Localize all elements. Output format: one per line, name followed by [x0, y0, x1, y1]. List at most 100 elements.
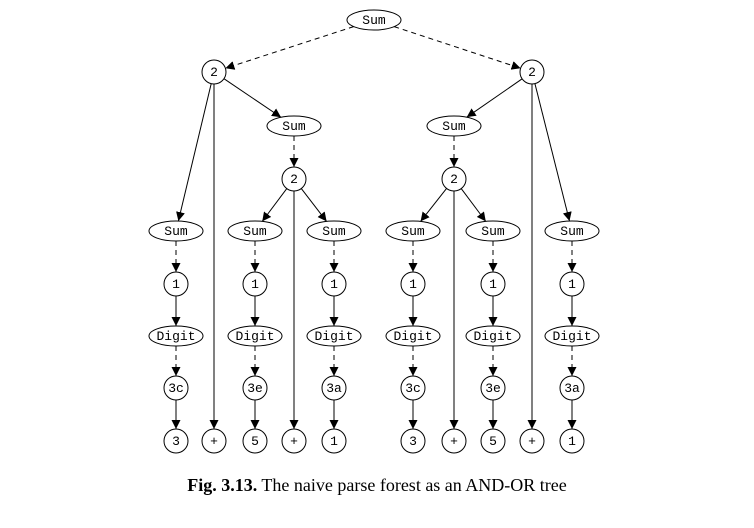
node-shape-c2_one — [242, 271, 268, 297]
node-label-c1_digit: Digit — [156, 329, 195, 344]
node-shape-c3_digit — [306, 325, 362, 347]
node-shape-c1_digit — [148, 325, 204, 347]
node-label-c4_term: 3 — [409, 434, 417, 449]
node-label-c4_one: 1 — [409, 277, 417, 292]
node-sum_r2: Sum — [544, 220, 600, 242]
node-shape-sum_l2 — [266, 115, 322, 137]
node-c2_term: 5 — [242, 428, 268, 454]
node-sum_l1: Sum — [148, 220, 204, 242]
node-shape-c6_one — [559, 271, 585, 297]
edge-and_l2-to-sum_l2a — [261, 188, 288, 222]
node-shape-sum_r1a — [385, 220, 441, 242]
node-c3_term: 1 — [321, 428, 347, 454]
edge-sum_root-to-and_right — [394, 26, 521, 70]
node-and_r1: 2 — [441, 166, 467, 192]
node-shape-sum_r2 — [544, 220, 600, 242]
node-label-c2_term: 5 — [251, 434, 259, 449]
edge-and_r1-to-sum_r1a — [420, 188, 447, 222]
node-shape-and_r1 — [441, 166, 467, 192]
node-label-plus_l2: + — [290, 434, 298, 449]
node-label-c3_term: 1 — [330, 434, 338, 449]
node-c4_digit: Digit — [385, 325, 441, 347]
node-label-plus_r1: + — [450, 434, 458, 449]
node-shape-sum_root — [346, 9, 402, 31]
node-label-sum_l1: Sum — [164, 224, 188, 239]
node-label-and_right: 2 — [528, 65, 536, 80]
node-c4_one: 1 — [400, 271, 426, 297]
node-shape-c1_one — [163, 271, 189, 297]
node-label-c3_one: 1 — [330, 277, 338, 292]
node-shape-c1_rule — [163, 375, 189, 401]
node-and_l2: 2 — [281, 166, 307, 192]
edge-and_left-to-sum_l2 — [223, 78, 282, 118]
figure-caption: Fig. 3.13. The naive parse forest as an … — [0, 475, 754, 496]
node-label-sum_root: Sum — [362, 13, 386, 28]
node-label-and_l2: 2 — [290, 172, 298, 187]
node-c4_rule: 3c — [400, 375, 426, 401]
node-shape-plus_r1 — [441, 428, 467, 454]
node-label-sum_r2: Sum — [560, 224, 584, 239]
node-c6_one: 1 — [559, 271, 585, 297]
node-shape-sum_r1b — [465, 220, 521, 242]
edges-group — [171, 26, 577, 429]
edge-and_right-to-sum_r2 — [534, 83, 572, 222]
node-c5_rule: 3e — [480, 375, 506, 401]
caption-label: Fig. 3.13. — [187, 475, 258, 495]
node-shape-c6_rule — [559, 375, 585, 401]
node-shape-plus_l2 — [281, 428, 307, 454]
node-label-c4_rule: 3c — [405, 381, 421, 396]
node-shape-c5_one — [480, 271, 506, 297]
node-label-c5_digit: Digit — [473, 329, 512, 344]
node-label-plus_r: + — [528, 434, 536, 449]
node-sum_r1b: Sum — [465, 220, 521, 242]
node-shape-c5_digit — [465, 325, 521, 347]
node-shape-c4_digit — [385, 325, 441, 347]
node-shape-c2_rule — [242, 375, 268, 401]
node-c6_term: 1 — [559, 428, 585, 454]
node-shape-c3_one — [321, 271, 347, 297]
node-label-and_r1: 2 — [450, 172, 458, 187]
caption-text: The naive parse forest as an AND-OR tree — [261, 475, 567, 495]
node-label-sum_r1: Sum — [442, 119, 466, 134]
node-shape-and_right — [519, 59, 545, 85]
edge-sum_root-to-and_left — [225, 26, 354, 70]
node-label-c3_digit: Digit — [314, 329, 353, 344]
node-label-sum_l2: Sum — [282, 119, 306, 134]
node-c1_rule: 3c — [163, 375, 189, 401]
node-sum_r1a: Sum — [385, 220, 441, 242]
node-c3_rule: 3a — [321, 375, 347, 401]
node-label-c6_term: 1 — [568, 434, 576, 449]
node-label-c3_rule: 3a — [326, 381, 342, 396]
node-c1_term: 3 — [163, 428, 189, 454]
node-shape-c6_digit — [544, 325, 600, 347]
node-shape-c5_rule — [480, 375, 506, 401]
edge-and_left-to-sum_l1 — [176, 83, 212, 222]
node-label-c4_digit: Digit — [393, 329, 432, 344]
node-label-c2_rule: 3e — [247, 381, 263, 396]
node-label-plus_l: + — [210, 434, 218, 449]
node-label-c1_one: 1 — [172, 277, 180, 292]
node-shape-plus_l — [201, 428, 227, 454]
node-label-sum_r1a: Sum — [401, 224, 425, 239]
node-label-c1_term: 3 — [172, 434, 180, 449]
node-plus_r1: + — [441, 428, 467, 454]
node-and_right: 2 — [519, 59, 545, 85]
node-shape-sum_l1 — [148, 220, 204, 242]
node-c2_one: 1 — [242, 271, 268, 297]
node-shape-c3_rule — [321, 375, 347, 401]
node-label-sum_l2b: Sum — [322, 224, 346, 239]
node-shape-sum_l2b — [306, 220, 362, 242]
node-c2_rule: 3e — [242, 375, 268, 401]
node-c6_digit: Digit — [544, 325, 600, 347]
node-c6_rule: 3a — [559, 375, 585, 401]
node-c5_one: 1 — [480, 271, 506, 297]
node-shape-and_left — [201, 59, 227, 85]
node-c1_one: 1 — [163, 271, 189, 297]
node-shape-plus_r — [519, 428, 545, 454]
edge-and_r1-to-sum_r1b — [460, 188, 487, 222]
node-label-c5_rule: 3e — [485, 381, 501, 396]
node-plus_l2: + — [281, 428, 307, 454]
node-plus_r: + — [519, 428, 545, 454]
node-label-sum_r1b: Sum — [481, 224, 505, 239]
